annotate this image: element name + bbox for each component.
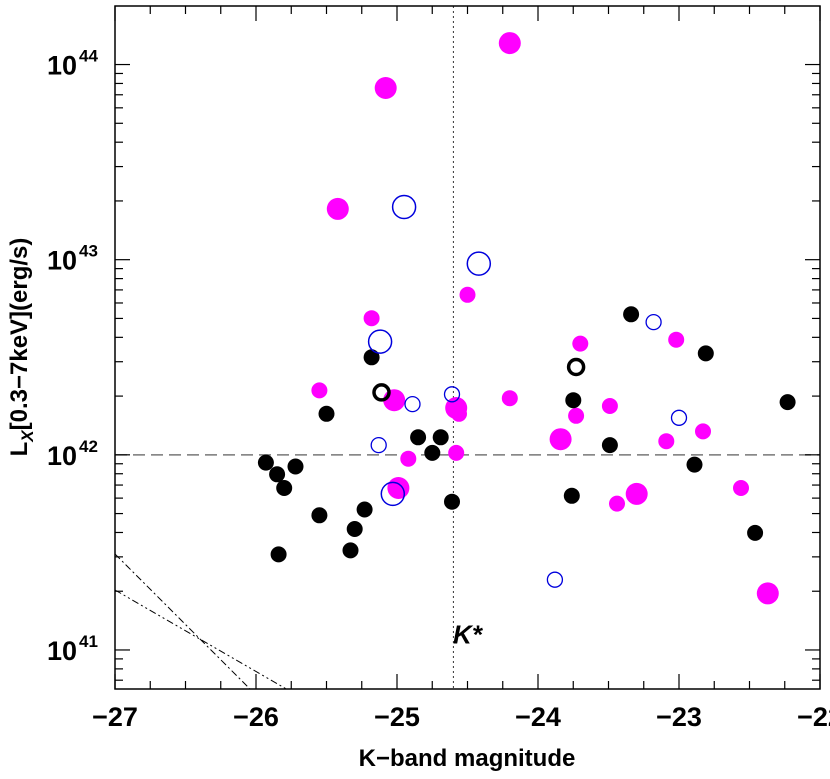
x-axis-title: K−band magnitude [359, 745, 576, 772]
data-point-filled-circle-small-14 [733, 480, 749, 496]
data-point-filled-circle-small-4 [451, 405, 467, 422]
data-point-filled-circle-small-15 [563, 487, 580, 504]
data-point-filled-circle-small-19 [697, 345, 714, 362]
data-point-open-circle-small-4 [670, 409, 688, 426]
y-tick-label-base: 10 [47, 51, 77, 81]
data-point-open-circle-large-0 [391, 194, 417, 220]
data-point-filled-circle-small-1 [363, 310, 380, 327]
kstar-annotation: K* [453, 619, 484, 649]
y-axis-title-sub: X [18, 429, 37, 443]
data-point-open-circle-small-1 [370, 436, 387, 454]
model-curve-2 [115, 589, 288, 689]
x-tick-label: −23 [656, 702, 702, 732]
axis-ticks [114, 6, 821, 689]
data-point-open-circle-thick-0 [372, 383, 391, 402]
data-point-filled-circle-small-16 [565, 392, 582, 409]
y-axis-title: LX[0.3−7keV](erg/s) [6, 238, 37, 457]
x-tick-labels: −27 −26 −25 −24 −23 −22 [92, 702, 830, 732]
plot-frame [114, 5, 821, 690]
data-point-open-circle-small-0 [645, 313, 662, 331]
data-point-open-circle-thick-1 [566, 357, 586, 377]
x-tick-label: −26 [233, 702, 279, 732]
data-point-filled-circle-small-17 [601, 437, 618, 454]
data-point-filled-circle-small-14 [444, 493, 460, 510]
data-point-filled-circle-small-1 [257, 454, 274, 471]
x-tick-label: −24 [515, 702, 561, 732]
data-point-filled-circle-large-0 [498, 32, 521, 55]
x-tick-label: −22 [797, 702, 830, 732]
data-point-filled-circle-small-11 [668, 331, 685, 348]
data-point-filled-circle-large-6 [549, 428, 572, 451]
data-point-filled-circle-small-4 [311, 507, 328, 524]
data-point-filled-circle-large-1 [374, 77, 397, 99]
data-point-filled-circle-large-3 [383, 389, 406, 412]
y-axis-title-rest: [0.3−7keV](erg/s) [6, 238, 33, 431]
reference-lines [115, 6, 820, 689]
data-point-filled-circle-small-13 [695, 423, 711, 440]
y-tick-label-exponent: 43 [79, 242, 98, 261]
x-tick-label: −25 [374, 702, 420, 732]
data-point-filled-circle-large-2 [326, 197, 349, 220]
model-curve-1 [115, 553, 251, 689]
data-point-open-circle-large-2 [367, 329, 393, 354]
data-point-filled-circle-small-12 [424, 444, 441, 461]
data-point-filled-circle-large-8 [756, 582, 779, 605]
y-tick-label-base: 10 [47, 441, 77, 471]
data-point-filled-circle-large-4 [387, 477, 410, 499]
data-point-filled-circle-small-5 [270, 546, 287, 563]
y-tick-label-exponent: 41 [79, 632, 98, 651]
data-point-filled-circle-small-5 [400, 450, 417, 467]
y-tick-label-exponent: 44 [79, 47, 98, 66]
y-tick-label-exponent: 42 [79, 437, 98, 456]
data-point-filled-circle-small-6 [346, 521, 363, 537]
data-point-open-circle-small-3 [443, 386, 461, 403]
data-markers [257, 32, 796, 605]
data-point-filled-circle-small-9 [363, 349, 380, 366]
data-point-open-circle-small-5 [546, 571, 564, 588]
data-point-filled-circle-small-8 [568, 407, 585, 424]
data-point-filled-circle-small-21 [747, 524, 764, 541]
data-point-filled-circle-small-8 [356, 501, 373, 518]
data-point-filled-circle-small-10 [609, 495, 625, 512]
y-tick-label-base: 10 [47, 636, 77, 666]
data-point-filled-circle-small-10 [318, 405, 335, 422]
data-point-open-circle-large-1 [466, 251, 492, 276]
x-tick-label: −27 [92, 702, 138, 732]
data-point-filled-circle-small-0 [269, 466, 286, 483]
data-point-filled-circle-small-2 [287, 458, 304, 475]
data-point-filled-circle-small-18 [623, 306, 640, 323]
data-point-filled-circle-small-3 [276, 480, 293, 496]
data-point-filled-circle-small-13 [432, 429, 449, 446]
data-point-filled-circle-small-9 [601, 398, 618, 414]
data-point-filled-circle-small-20 [686, 456, 703, 473]
y-tick-label-base: 10 [47, 246, 77, 276]
data-point-filled-circle-small-3 [501, 390, 518, 407]
data-point-filled-circle-small-2 [311, 382, 328, 399]
data-point-filled-circle-small-7 [342, 542, 359, 559]
y-axis-title-main: L [6, 442, 33, 457]
data-point-open-circle-small-2 [404, 395, 421, 413]
data-point-filled-circle-small-7 [572, 335, 589, 352]
data-point-filled-circle-small-0 [459, 286, 476, 303]
data-point-filled-circle-small-11 [410, 429, 427, 446]
data-point-filled-circle-small-12 [658, 433, 675, 450]
data-point-open-circle-large-3 [380, 481, 406, 507]
data-point-filled-circle-small-22 [779, 394, 796, 411]
data-point-filled-circle-small-6 [448, 444, 465, 461]
data-point-filled-circle-large-7 [625, 482, 648, 505]
